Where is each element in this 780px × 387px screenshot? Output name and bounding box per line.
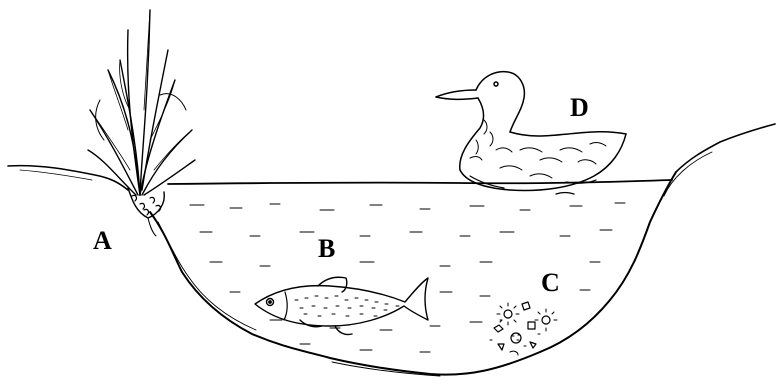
label-d: D	[570, 95, 589, 121]
water-surface	[168, 180, 672, 184]
duck-icon	[436, 72, 626, 194]
label-a: A	[93, 228, 112, 254]
pond-basin	[150, 172, 676, 375]
plant-icon	[88, 10, 195, 236]
sediment-icon	[490, 302, 557, 355]
label-c: C	[541, 270, 560, 296]
label-b: B	[318, 236, 335, 262]
fish-icon	[255, 277, 428, 334]
